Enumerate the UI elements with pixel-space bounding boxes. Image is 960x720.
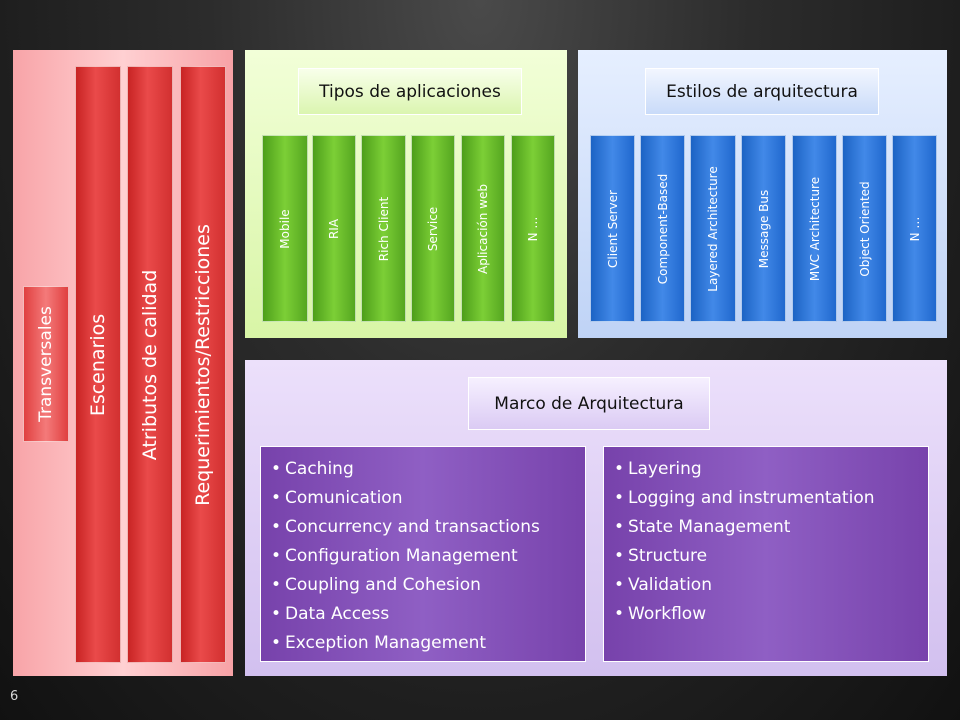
app-type-ria: RIA [312,135,356,322]
list-item: Caching [271,455,585,484]
app-type-n: N … [511,135,555,322]
app-type-mobile: Mobile [262,135,308,322]
requerimientos-bar: Requerimientos/Restricciones [180,66,226,663]
list-item: Structure [614,542,928,571]
app-type-service: Service [411,135,455,322]
app-type-label: Mobile [278,208,292,249]
style-message-bus: Message Bus [741,135,786,322]
list-item: State Management [614,513,928,542]
style-n: N … [892,135,937,322]
architecture-frame-title: Marco de Arquitectura [468,377,710,430]
style-layered: Layered Architecture [690,135,736,322]
atributos-label: Atributos de calidad [139,269,161,460]
atributos-bar: Atributos de calidad [127,66,173,663]
transversales-box: Transversales [23,286,69,442]
style-label: Component-Based [655,173,670,284]
list-item: Comunication [271,484,585,513]
style-label: Client Server [605,189,620,268]
list-item: Concurrency and transactions [271,513,585,542]
app-type-rich-client: Rich Client [361,135,406,322]
list-item: Layering [614,455,928,484]
list-item: Workflow [614,600,928,629]
frame-list-left: Caching Comunication Concurrency and tra… [260,446,586,662]
list-item: Exception Management [271,629,585,658]
escenarios-label: Escenarios [87,313,109,416]
app-type-web: Aplicación web [461,135,505,322]
style-object-oriented: Object Oriented [842,135,887,322]
style-mvc: MVC Architecture [792,135,837,322]
architecture-styles-title: Estilos de arquitectura [645,68,879,115]
style-label: Layered Architecture [706,165,720,292]
list-item: Logging and instrumentation [614,484,928,513]
style-label: Message Bus [756,189,771,268]
list-item: Configuration Management [271,542,585,571]
transversales-label: Transversales [36,306,56,422]
style-client-server: Client Server [590,135,635,322]
app-type-label: Service [426,206,440,251]
page-number: 6 [10,689,19,704]
app-type-label: N … [526,216,540,241]
app-type-label: Aplicación web [476,183,490,274]
style-label: MVC Architecture [807,176,822,281]
escenarios-bar: Escenarios [75,66,121,663]
frame-list-right: Layering Logging and instrumentation Sta… [603,446,929,662]
list-item: Data Access [271,600,585,629]
requerimientos-label: Requerimientos/Restricciones [192,223,214,506]
app-type-label: Rich Client [376,196,391,261]
style-label: N … [907,216,922,241]
style-label: Object Oriented [857,180,872,277]
app-types-title: Tipos de aplicaciones [298,68,522,115]
app-type-label: RIA [327,218,341,239]
list-item: Coupling and Cohesion [271,571,585,600]
style-component-based: Component-Based [640,135,685,322]
list-item: Validation [614,571,928,600]
